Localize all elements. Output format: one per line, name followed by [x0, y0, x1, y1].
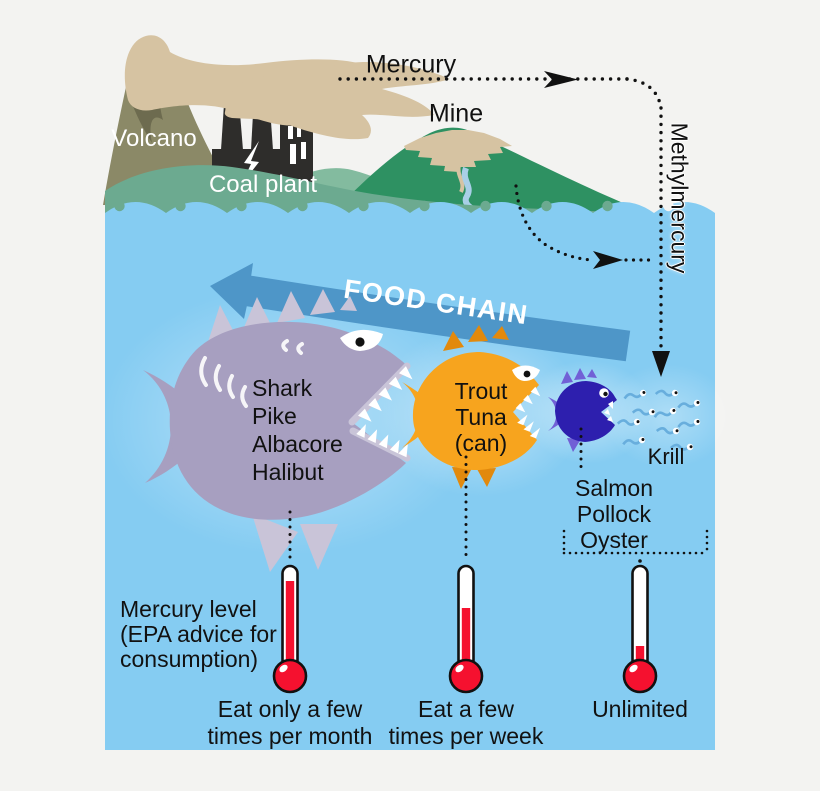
- mercury-flow-path: [338, 77, 663, 353]
- species-line: Shark: [252, 375, 313, 401]
- species-line: Albacore: [252, 431, 343, 457]
- krill-label: Krill: [647, 444, 685, 470]
- caption-line: consumption): [120, 646, 259, 672]
- small-fish-teeth: [604, 401, 613, 422]
- large-fish-belly-fins: [252, 514, 338, 572]
- volcano-label: Volcano: [111, 124, 197, 152]
- large-fish-gill-marks: [199, 339, 304, 408]
- caption-line: Mercury level: [120, 596, 257, 622]
- medium-fish-body: [412, 352, 539, 471]
- medium-fish-illustration: [402, 325, 541, 489]
- large-fish-eye: [340, 329, 383, 351]
- krill-icon: [677, 418, 701, 428]
- small-fish-dorsal-spikes: [561, 368, 597, 384]
- advice-line: times per month: [207, 723, 373, 749]
- krill-icon: [677, 399, 701, 409]
- food-chain-arrow: [210, 263, 631, 362]
- methylmercury-label: Methylmercury: [666, 122, 693, 274]
- mine-terraces: [404, 130, 512, 172]
- krill-icon: [653, 407, 677, 418]
- krill-icon: [631, 408, 656, 416]
- large-fish-illustration: [143, 289, 413, 572]
- advice-week-label: Eat a few times per week: [389, 696, 544, 750]
- advice-line: Eat only a few: [217, 696, 363, 722]
- krill-icon: [622, 436, 646, 446]
- small-fish-group-bracket: [562, 529, 709, 555]
- advice-line: Eat a few: [418, 696, 514, 722]
- advice-line: Unlimited: [592, 696, 688, 722]
- species-line: Salmon: [575, 475, 653, 501]
- caption-line: (EPA advice for: [120, 621, 277, 647]
- krill-icon: [616, 418, 641, 426]
- medium-fish-species-label: Trout Tuna (can): [455, 378, 508, 456]
- small-fish-illustration: [548, 368, 617, 452]
- lightning-bolt-icon: [241, 141, 259, 185]
- runoff-arrowhead: [593, 251, 623, 269]
- wave-curls: [114, 200, 674, 212]
- mercury-label: Mercury: [365, 50, 457, 79]
- species-line: Pike: [252, 403, 297, 429]
- large-fish-species-label: Shark Pike Albacore Halibut: [252, 374, 343, 486]
- advice-unlimited-label: Unlimited: [592, 696, 688, 723]
- advice-month-label: Eat only a few times per month: [208, 696, 373, 750]
- small-fish-eye: [599, 388, 609, 398]
- small-fish-species-label: Salmon Pollock Oyster: [575, 475, 653, 553]
- large-fish-body: [169, 321, 408, 520]
- krill-icon: [669, 443, 694, 451]
- species-line: Halibut: [252, 459, 324, 485]
- medium-fish-eye: [512, 365, 540, 381]
- species-line: Pollock: [576, 501, 652, 527]
- advice-line: times per week: [388, 723, 544, 749]
- small-fish-belly-fin: [567, 438, 581, 452]
- krill-icon: [655, 426, 680, 435]
- large-fish-teeth: [356, 366, 413, 458]
- runoff-flow-path: [514, 184, 658, 262]
- species-line: Tuna: [455, 404, 507, 430]
- krill-icon: [623, 389, 647, 400]
- thermometer-unlimited: [622, 564, 658, 694]
- medium-fish-teeth: [515, 386, 541, 439]
- smoke-plume: [124, 35, 450, 140]
- mercury-level-caption: Mercury level (EPA advice for consumptio…: [120, 597, 277, 672]
- species-line: Trout: [454, 378, 508, 404]
- species-line: (can): [454, 430, 508, 456]
- mine-label: Mine: [428, 99, 484, 128]
- medium-fish-dorsal-spikes: [443, 325, 509, 351]
- mercury-arrowhead: [544, 71, 578, 88]
- fish-to-thermometer-connectors: [288, 427, 583, 562]
- coal-plant-label: Coal plant: [208, 170, 318, 198]
- thermometer-week: [448, 564, 484, 694]
- mine-hill: [330, 127, 648, 216]
- krill-icon: [654, 389, 679, 397]
- methylmercury-down-arrowhead: [652, 351, 670, 377]
- thermometer-month: [272, 564, 308, 694]
- species-line: Oyster: [580, 527, 648, 553]
- krill-swarm: [616, 389, 701, 451]
